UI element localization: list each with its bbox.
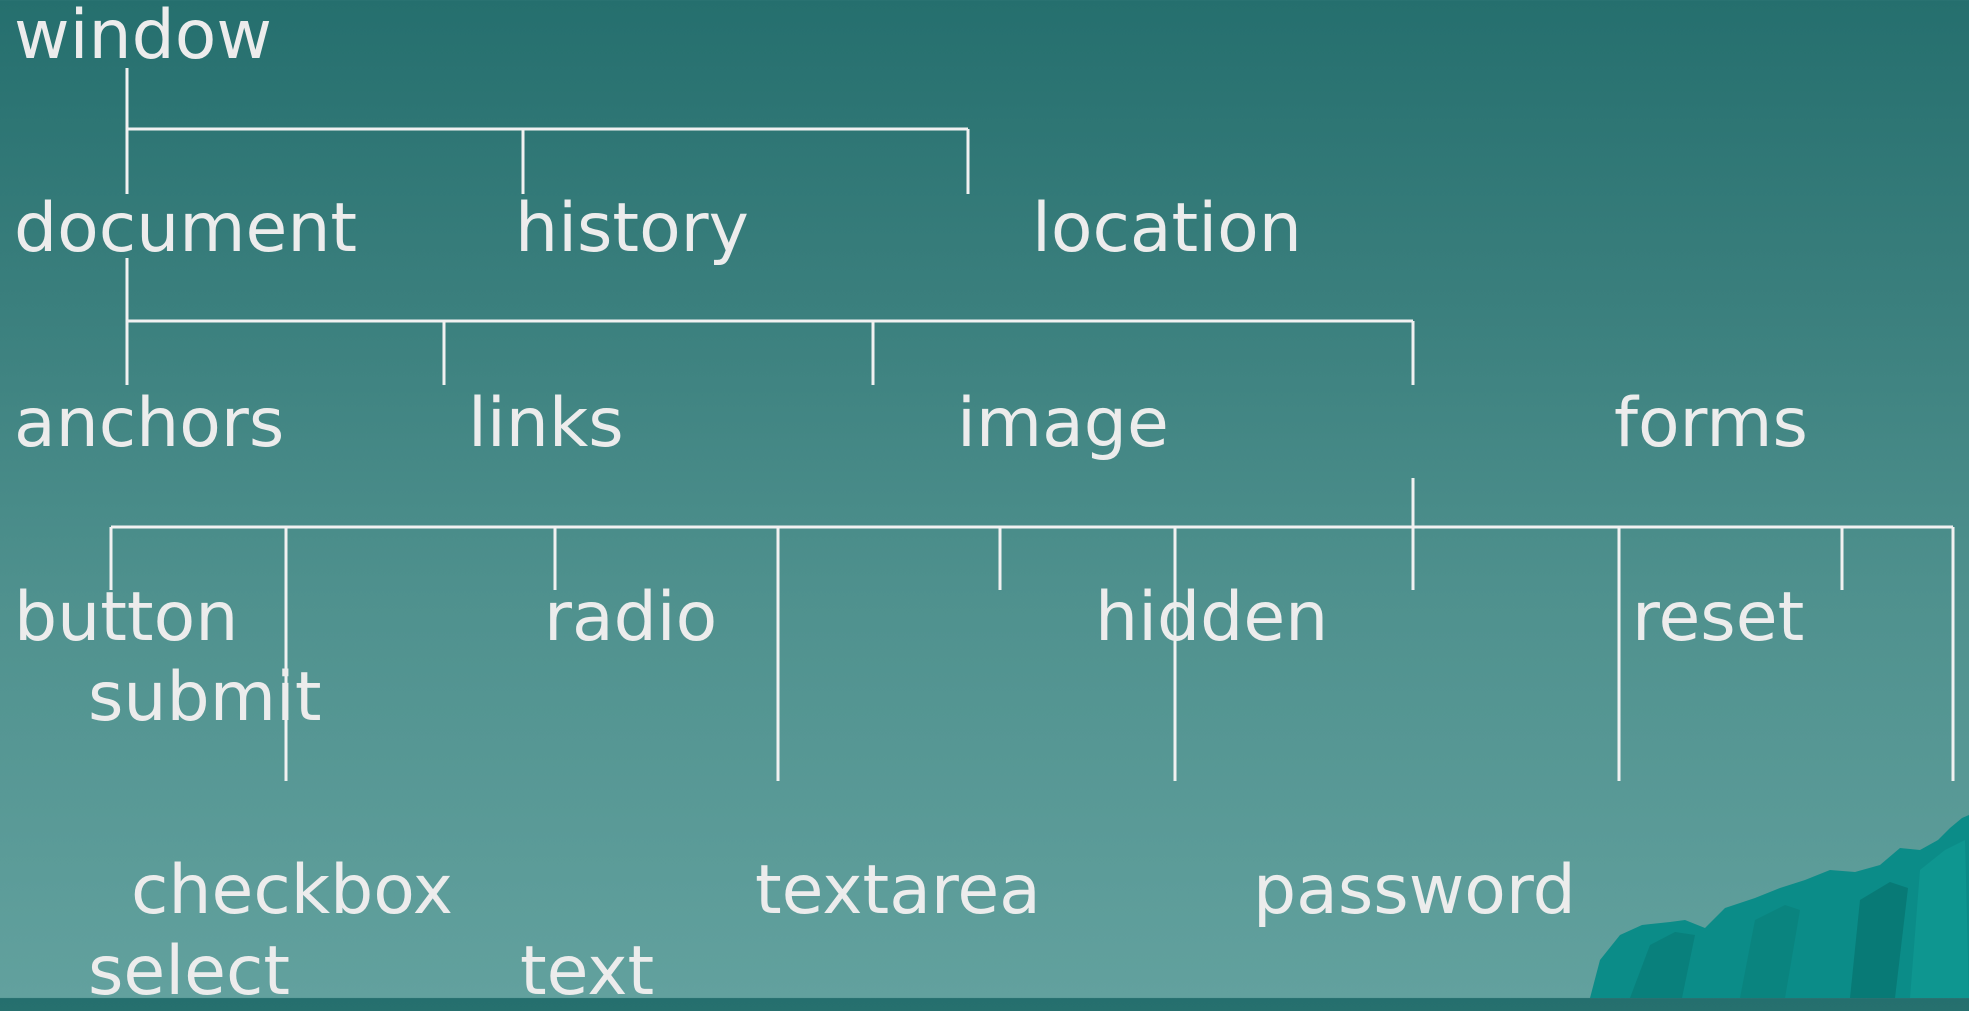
node-window: window [14, 0, 272, 75]
node-checkbox: checkbox [131, 851, 454, 930]
node-history: history [515, 189, 749, 268]
node-location: location [1032, 189, 1302, 268]
node-textarea: textarea [755, 851, 1041, 930]
node-reset: reset [1632, 578, 1805, 657]
node-image: image [957, 384, 1169, 463]
node-select: select [88, 932, 291, 1011]
rock-decoration-icon [1590, 815, 1969, 998]
node-links: links [468, 384, 624, 463]
node-submit: submit [88, 658, 322, 737]
node-button: button [14, 578, 239, 657]
node-hidden: hidden [1095, 578, 1329, 657]
node-anchors: anchors [14, 384, 285, 463]
node-text: text [520, 932, 655, 1011]
node-password: password [1253, 851, 1576, 930]
node-forms: forms [1614, 384, 1808, 463]
node-radio: radio [544, 578, 718, 657]
node-document: document [14, 189, 358, 268]
